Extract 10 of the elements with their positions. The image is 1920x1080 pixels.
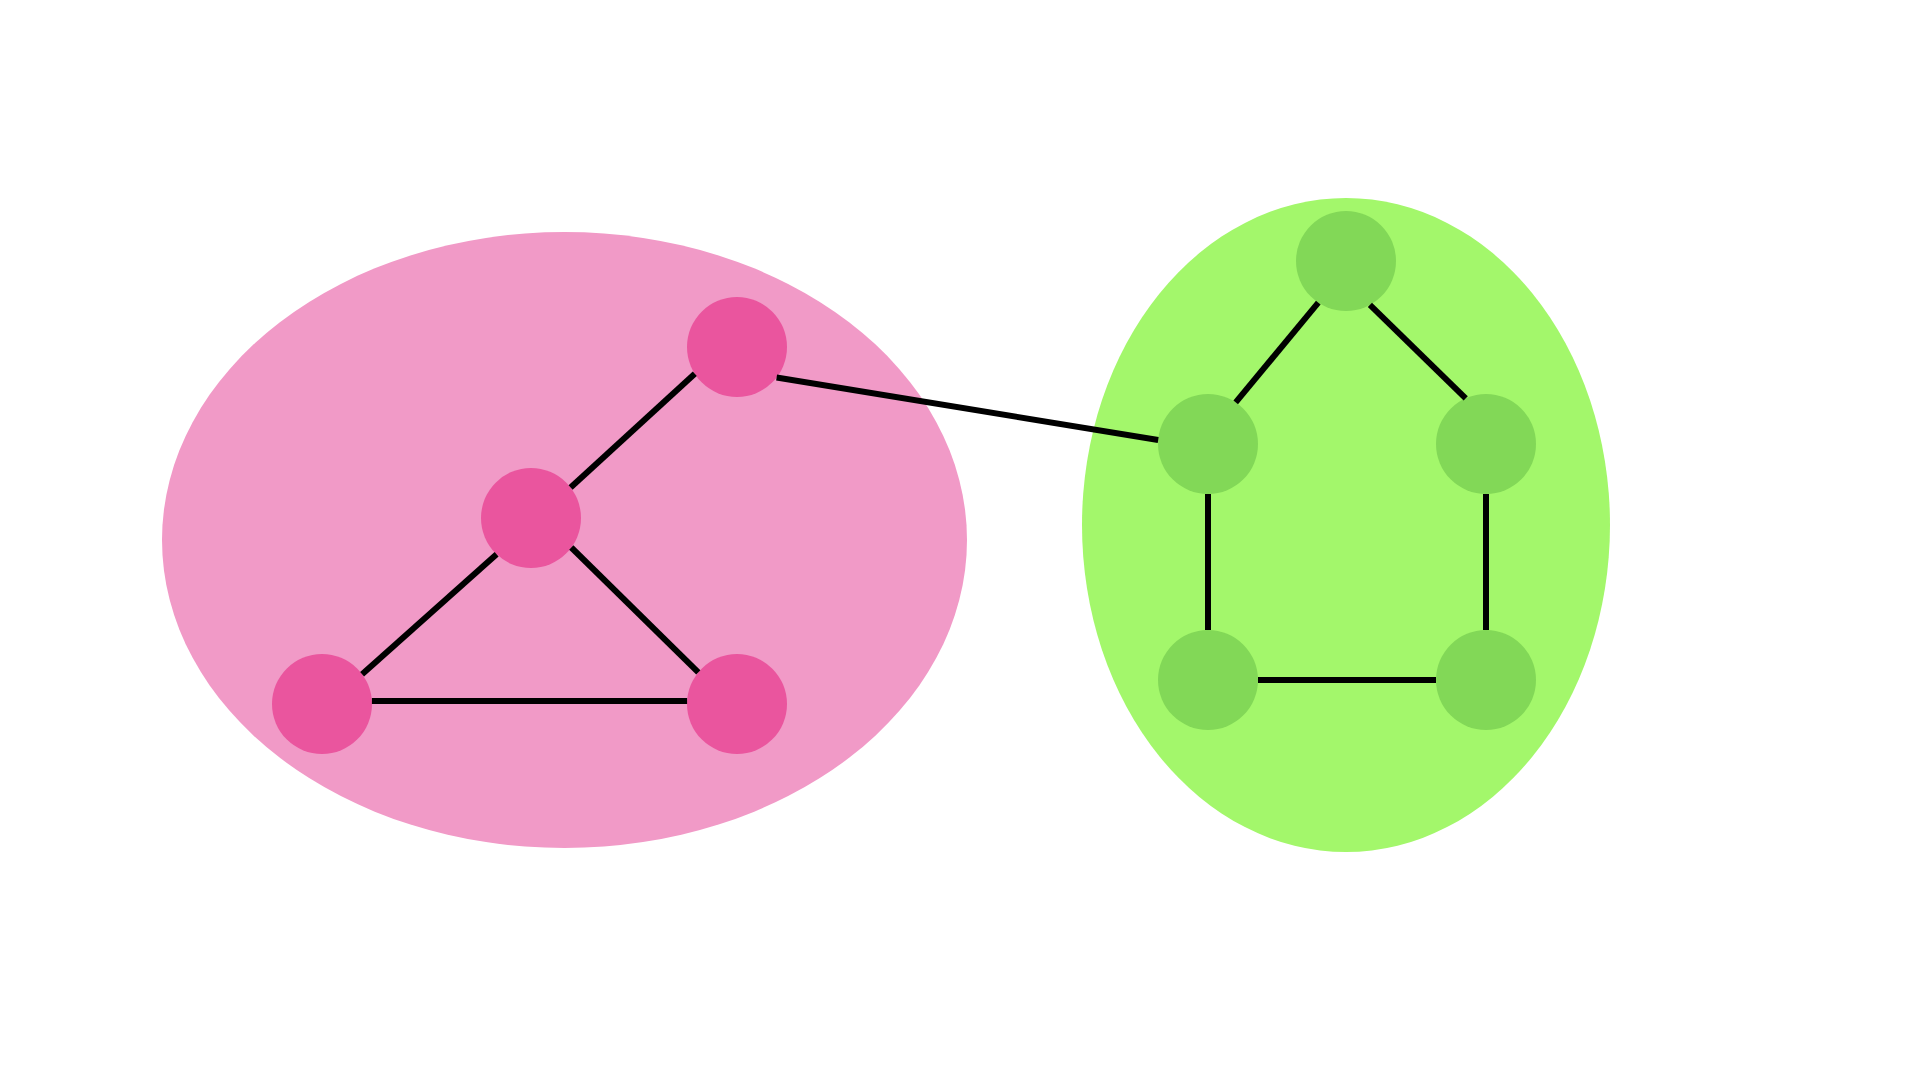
connector-line	[1483, 494, 1489, 630]
connector-line	[371, 698, 688, 704]
connector-line	[360, 552, 499, 677]
connector-line	[1367, 302, 1468, 401]
connector-line	[1205, 494, 1211, 630]
connector-line	[569, 545, 701, 675]
connector-line	[1233, 300, 1321, 405]
connector-line	[568, 371, 697, 490]
connector-line	[776, 374, 1159, 443]
connector-line	[1258, 677, 1436, 683]
